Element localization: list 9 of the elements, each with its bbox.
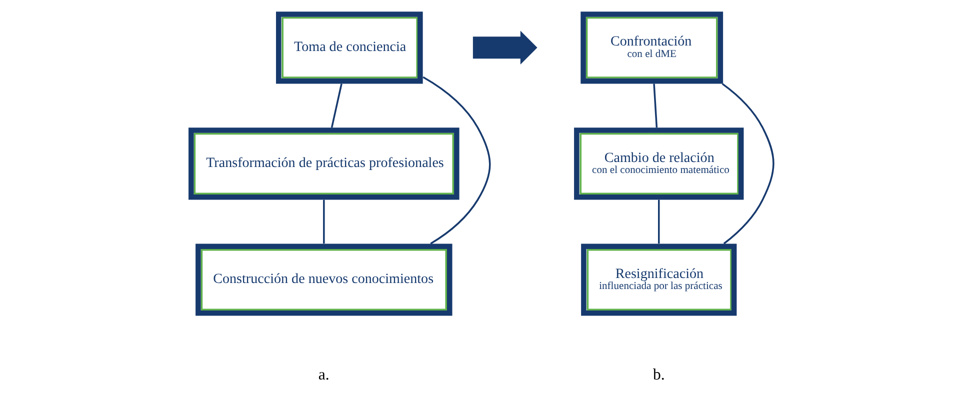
connector <box>652 84 658 128</box>
label: a. <box>318 366 329 384</box>
connector <box>658 200 660 244</box>
connector <box>422 76 490 244</box>
connector <box>330 84 342 128</box>
node-arrow <box>472 30 537 65</box>
connector <box>721 83 774 244</box>
label: b. <box>652 366 664 384</box>
connector <box>322 200 324 244</box>
